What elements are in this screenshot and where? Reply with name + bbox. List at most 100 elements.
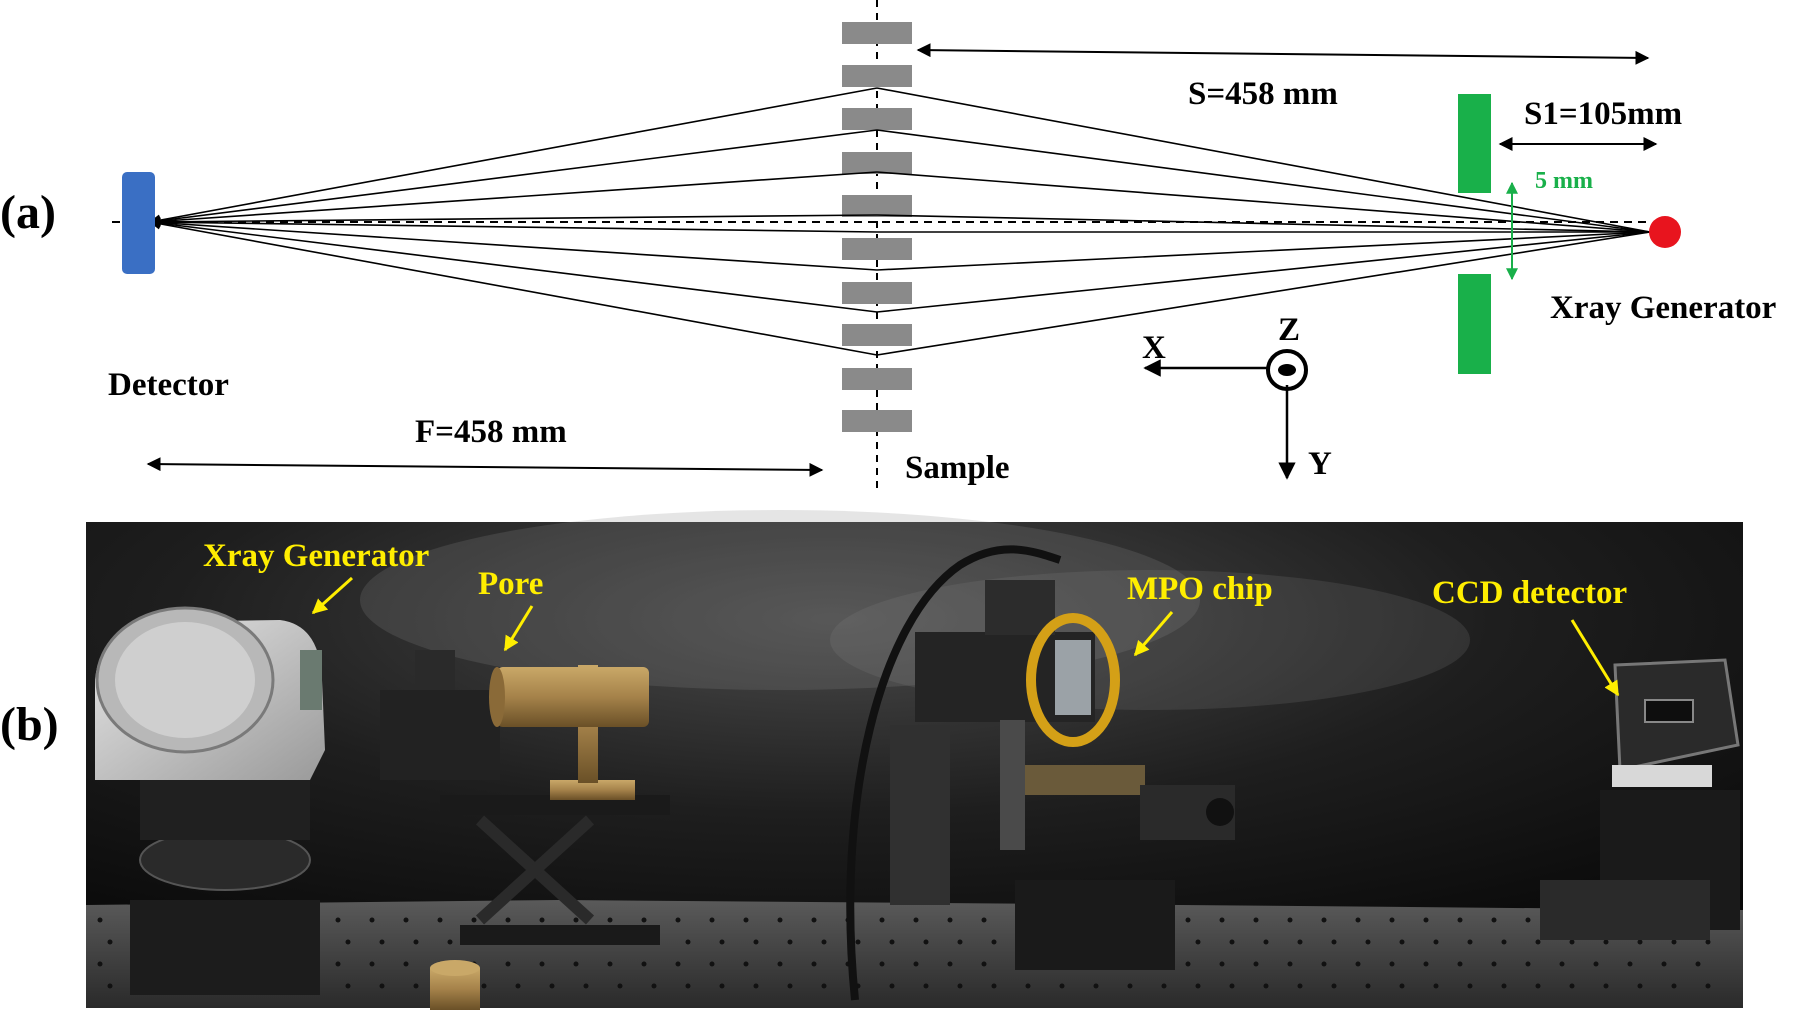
table-hole bbox=[981, 917, 987, 923]
table-hole bbox=[923, 939, 929, 945]
table-hole bbox=[573, 961, 579, 967]
z-axis-symbol bbox=[1266, 349, 1308, 391]
table-hole bbox=[947, 961, 953, 967]
callout-ccd-detector: CCD detector bbox=[1432, 575, 1627, 697]
table-hole bbox=[471, 917, 477, 923]
table-hole bbox=[709, 961, 715, 967]
z-axis-label: Z bbox=[1278, 312, 1300, 348]
table-hole bbox=[1569, 939, 1575, 945]
table-hole bbox=[1525, 917, 1531, 923]
panel-a-label: (a) bbox=[0, 186, 56, 239]
table-hole bbox=[1491, 917, 1497, 923]
table-hole bbox=[403, 961, 409, 967]
x-axis-label: X bbox=[1142, 330, 1166, 366]
table-hole bbox=[811, 961, 817, 967]
detector bbox=[122, 172, 155, 274]
table-hole bbox=[1331, 983, 1337, 989]
ray-reflected bbox=[148, 129, 878, 227]
table-hole bbox=[1433, 939, 1439, 945]
table-hole bbox=[685, 983, 691, 989]
panel-b-photo: (b) bbox=[0, 510, 1743, 1010]
table-hole bbox=[1525, 961, 1531, 967]
table-hole bbox=[1365, 983, 1371, 989]
table-hole bbox=[107, 939, 113, 945]
table-hole bbox=[1603, 983, 1609, 989]
table-hole bbox=[607, 961, 613, 967]
table-hole bbox=[437, 917, 443, 923]
callout-xray-generator: Xray Generator bbox=[203, 538, 429, 615]
table-hole bbox=[743, 917, 749, 923]
table-hole bbox=[753, 983, 759, 989]
table-hole bbox=[821, 983, 827, 989]
table-hole bbox=[1535, 939, 1541, 945]
table-hole bbox=[709, 917, 715, 923]
table-hole bbox=[1355, 917, 1361, 923]
table-hole bbox=[481, 983, 487, 989]
table-hole bbox=[1535, 983, 1541, 989]
sample-plate bbox=[842, 22, 912, 44]
table-hole bbox=[1399, 939, 1405, 945]
table-hole bbox=[1423, 961, 1429, 967]
table-hole bbox=[345, 939, 351, 945]
panel-b-label: (b) bbox=[0, 698, 59, 751]
ray-paths bbox=[148, 87, 1651, 356]
table-hole bbox=[1297, 983, 1303, 989]
table-hole bbox=[957, 939, 963, 945]
ray-incident bbox=[876, 231, 1651, 313]
table-hole bbox=[505, 961, 511, 967]
table-hole bbox=[1389, 961, 1395, 967]
focal-distance-label: F=458 mm bbox=[415, 414, 567, 450]
callout-pore-label: Pore bbox=[478, 566, 543, 602]
table-hole bbox=[1637, 939, 1643, 945]
table-hole bbox=[1127, 983, 1133, 989]
table-hole bbox=[719, 983, 725, 989]
table-hole bbox=[345, 983, 351, 989]
table-hole bbox=[1433, 983, 1439, 989]
sample-plate-stack bbox=[842, 22, 912, 432]
table-hole bbox=[913, 961, 919, 967]
table-hole bbox=[583, 983, 589, 989]
table-hole bbox=[753, 939, 759, 945]
table-hole bbox=[991, 983, 997, 989]
xray-generator-device bbox=[95, 606, 325, 995]
table-hole bbox=[1457, 917, 1463, 923]
table-hole bbox=[1229, 983, 1235, 989]
table-hole bbox=[1263, 983, 1269, 989]
table-hole bbox=[719, 939, 725, 945]
table-hole bbox=[1195, 939, 1201, 945]
callout-mpo-chip: MPO chip bbox=[1127, 571, 1273, 657]
table-hole bbox=[1161, 983, 1167, 989]
table-hole bbox=[641, 961, 647, 967]
table-hole bbox=[821, 939, 827, 945]
table-hole bbox=[1671, 939, 1677, 945]
ray-incident bbox=[876, 231, 1651, 356]
detector-label: Detector bbox=[108, 367, 229, 403]
callout-mpo-chip-label: MPO chip bbox=[1127, 571, 1273, 607]
table-hole bbox=[1321, 961, 1327, 967]
table-hole bbox=[651, 983, 657, 989]
table-hole bbox=[879, 961, 885, 967]
table-hole bbox=[1297, 939, 1303, 945]
table-hole bbox=[981, 961, 987, 967]
table-hole bbox=[97, 917, 103, 923]
table-hole bbox=[369, 961, 375, 967]
table-hole bbox=[1423, 917, 1429, 923]
sample-label: Sample bbox=[905, 450, 1010, 486]
table-hole bbox=[539, 917, 545, 923]
y-axis-label: Y bbox=[1308, 446, 1332, 482]
table-hole bbox=[675, 961, 681, 967]
table-hole bbox=[607, 917, 613, 923]
table-hole bbox=[1467, 983, 1473, 989]
table-hole bbox=[413, 939, 419, 945]
table-hole bbox=[1263, 939, 1269, 945]
table-hole bbox=[1365, 939, 1371, 945]
table-hole bbox=[335, 917, 341, 923]
callout-ccd-detector-label: CCD detector bbox=[1432, 575, 1627, 611]
ray-reflected bbox=[148, 217, 878, 271]
z-axis-dot bbox=[1278, 364, 1296, 376]
table-hole bbox=[1501, 983, 1507, 989]
callout-xray-generator-label: Xray Generator bbox=[203, 538, 429, 574]
table-hole bbox=[1491, 961, 1497, 967]
sample-plate bbox=[842, 324, 912, 346]
